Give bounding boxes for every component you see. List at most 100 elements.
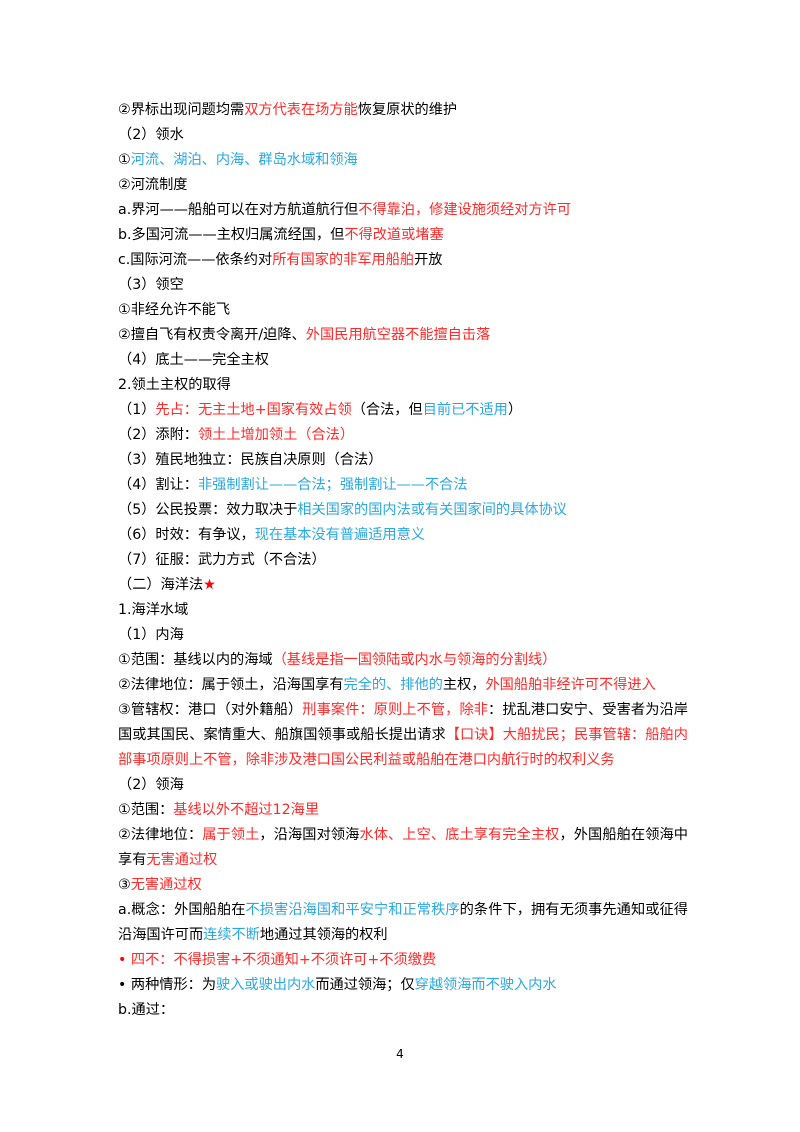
text-segment: （二）海洋法 [118, 577, 204, 593]
text-segment: 领土上增加领土（合法） [197, 427, 355, 443]
text-line: ②河流制度 [118, 173, 688, 198]
text-segment: （1） [118, 402, 156, 418]
text-segment: （5）公民投票：效力取决于 [118, 502, 298, 518]
text-segment: ，沿海国对领海 [259, 827, 360, 843]
text-segment: 恢复原状的维护 [357, 102, 458, 118]
text-segment: （基线是指一国领陆或内水与领海的分割线） [272, 652, 557, 668]
text-line: c.国际河流——依条约对所有国家的非军用船舶开放 [118, 248, 688, 273]
text-segment: 外国船舶非经许可不得进入 [485, 677, 656, 693]
text-segment: 基线以外不超过12海里 [173, 802, 320, 818]
text-segment: 不损害沿海国和平安宁和正常秩序 [245, 902, 460, 918]
text-line: a.概念：外国船舶在不损害沿海国和平安宁和正常秩序的条件下，拥有无须事先通知或征… [118, 898, 688, 948]
text-line: （1）先占：无主土地+国家有效占领（合法，但目前已不适用） [118, 398, 688, 423]
text-segment: 无害通过权 [146, 852, 218, 868]
text-line: • 四不：不得损害+不须通知+不须许可+不须缴费 [118, 948, 688, 973]
text-segment: b.通过： [118, 1002, 175, 1018]
text-line: ②擅自飞有权责令离开/迫降、外国民用航空器不能擅自击落 [118, 323, 688, 348]
text-segment: ②河流制度 [118, 177, 188, 193]
text-segment: 目前已不适用 [422, 402, 508, 418]
text-line: ②界标出现问题均需双方代表在场方能恢复原状的维护 [118, 98, 688, 123]
text-segment: （7）征服：武力方式（不合法） [118, 552, 326, 568]
text-line: ③无害通过权 [118, 873, 688, 898]
text-segment: 主权， [442, 677, 486, 693]
text-line: （4）底土——完全主权 [118, 348, 688, 373]
text-segment: （3）殖民地独立：民族自决原则（合法） [118, 452, 383, 468]
text-segment: （4）割让： [118, 477, 198, 493]
text-line: b.多国河流——主权归属流经国，但不得改道或堵塞 [118, 223, 688, 248]
bullet-icon: • [118, 952, 127, 968]
text-segment: ②界标出现问题均需 [118, 102, 245, 118]
text-line: （7）征服：武力方式（不合法） [118, 548, 688, 573]
text-segment: ① [118, 152, 131, 168]
text-line: ①河流、湖泊、内海、群岛水域和领海 [118, 148, 688, 173]
text-segment: b.多国河流——主权归属流经国，但 [118, 227, 345, 243]
text-segment: ①范围：基线以内的海域 [118, 652, 273, 668]
text-segment: 驶入或驶出内水 [216, 977, 316, 993]
text-segment: ①范围： [118, 802, 174, 818]
text-segment: 河流、湖泊、内海、群岛水域和领海 [130, 152, 358, 168]
text-segment: ） [507, 402, 523, 418]
text-line: b.通过： [118, 998, 688, 1023]
text-segment: 连续不断 [203, 927, 260, 943]
text-segment: 无害通过权 [130, 877, 202, 893]
text-line: 2.领土主权的取得 [118, 373, 688, 398]
text-segment: ②法律地位： [118, 827, 203, 843]
text-segment: （2）领水 [118, 127, 184, 143]
text-line: a.界河——船舶可以在对方航道航行但不得靠泊，修建设施须经对方许可 [118, 198, 688, 223]
text-segment: a.界河——船舶可以在对方航道航行但 [118, 202, 359, 218]
text-segment: 而通过领海；仅 [315, 977, 415, 993]
text-segment: c.国际河流——依条约对 [118, 252, 273, 268]
text-line: ②法律地位：属于领土，沿海国享有完全的、排他的主权，外国船舶非经许可不得进入 [118, 673, 688, 698]
text-segment: （2）领海 [118, 777, 184, 793]
text-segment: 四不：不得损害+不须通知+不须许可+不须缴费 [126, 952, 437, 968]
text-segment: 穿越领海而不驶入内水 [414, 977, 557, 993]
text-segment: ③ [118, 877, 131, 893]
text-segment: 的条件下，拥有无须事先通知或征得沿海国许可而 [118, 902, 688, 943]
text-segment: a.概念：外国船舶在 [118, 902, 246, 918]
text-line: （6）时效：有争议，现在基本没有普遍适用意义 [118, 523, 688, 548]
text-segment: （6）时效：有争议， [118, 527, 255, 543]
text-segment: 现在基本没有普遍适用意义 [254, 527, 425, 543]
text-segment: 1.海洋水域 [118, 602, 189, 618]
text-segment: 双方代表在场方能 [244, 102, 358, 118]
text-line: ①非经允许不能飞 [118, 298, 688, 323]
text-line: （2）领水 [118, 123, 688, 148]
text-segment: 完全的、排他的 [343, 677, 443, 693]
text-segment: 先占：无主土地+国家有效占领 [155, 402, 352, 418]
text-line: ①范围：基线以外不超过12海里 [118, 798, 688, 823]
text-line: （5）公民投票：效力取决于相关国家的国内法或有关国家间的具体协议 [118, 498, 688, 523]
text-segment: 相关国家的国内法或有关国家间的具体协议 [297, 502, 567, 518]
text-segment: （4）底土——完全主权 [118, 352, 269, 368]
text-segment: （2）添附： [118, 427, 198, 443]
text-line: （3）殖民地独立：民族自决原则（合法） [118, 448, 688, 473]
text-line: ②法律地位：属于领土，沿海国对领海水体、上空、底土享有完全主权，外国船舶在领海中… [118, 823, 688, 873]
page-number: 4 [396, 1047, 404, 1061]
text-line: （二）海洋法★ [118, 573, 688, 598]
star-icon: ★ [203, 577, 216, 593]
text-segment: 开放 [414, 252, 443, 268]
text-segment: （3）领空 [118, 277, 184, 293]
text-line: • 两种情形：为驶入或驶出内水而通过领海；仅穿越领海而不驶入内水 [118, 973, 688, 998]
text-segment: ②擅自飞有权责令离开/迫降、 [118, 327, 306, 343]
text-segment: 不得靠泊，修建设施须经对方许可 [358, 202, 572, 218]
text-line: ①范围：基线以内的海域（基线是指一国领陆或内水与领海的分割线） [118, 648, 688, 673]
text-segment: ②法律地位：属于领土，沿海国享有 [118, 677, 344, 693]
text-segment: （合法，但 [351, 402, 423, 418]
text-segment: 非强制割让——合法；强制割让——不合法 [197, 477, 468, 493]
page-content: ②界标出现问题均需双方代表在场方能恢复原状的维护 （2）领水 ①河流、湖泊、内海、群… [118, 98, 688, 1023]
text-line: ③管辖权：港口（对外籍船）刑事案件：原则上不管，除非：扰乱港口安宁、受害者为沿岸… [118, 698, 688, 773]
text-segment: 2.领土主权的取得 [118, 377, 231, 393]
text-segment: ，外国船舶在领海中享有 [118, 827, 688, 868]
text-segment: 地通过其领海的权利 [259, 927, 388, 943]
text-segment: ③管辖权：港口（对外籍船） [118, 702, 303, 718]
text-segment: ：扰乱港口安宁、受害者为沿岸国或其国民、案情重大、船旗国领事或船长提出请求 [118, 702, 688, 743]
text-line: （1）内海 [118, 623, 688, 648]
text-segment: 水体、上空、底土享有完全主权 [359, 827, 560, 843]
text-line: （3）领空 [118, 273, 688, 298]
text-line: （2）领海 [118, 773, 688, 798]
text-segment: 【口诀】大船扰民；民事管辖：船舶内部事项原则上不管，除非涉及港口国公民利益或船舶… [118, 727, 688, 768]
text-line: 1.海洋水域 [118, 598, 688, 623]
text-segment: 外国民用航空器不能擅自击落 [305, 327, 491, 343]
text-segment: ①非经允许不能飞 [118, 302, 231, 318]
